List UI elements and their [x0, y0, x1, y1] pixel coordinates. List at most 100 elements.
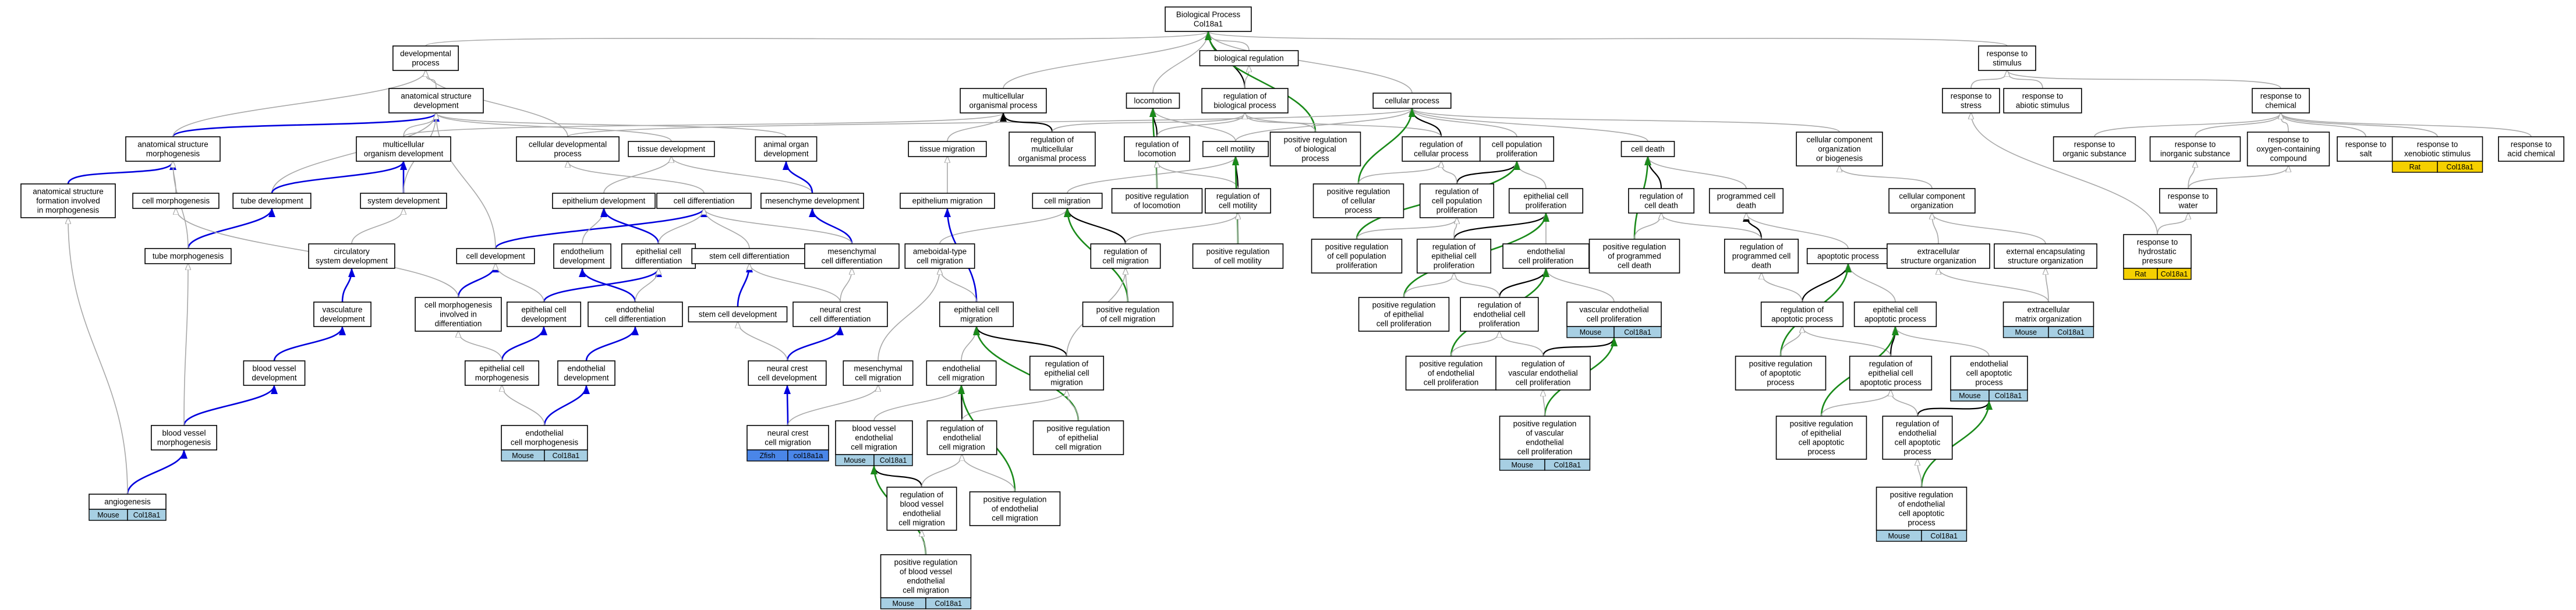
go-term-node-celldev[interactable]: cell development — [456, 248, 535, 264]
go-term-node-sysdev[interactable]: system development — [360, 193, 447, 209]
go-term-node-celldeath[interactable]: cell death — [1620, 141, 1675, 157]
go-term-node-cellproc[interactable]: cellular process — [1372, 93, 1452, 109]
go-term-node-tissuemig[interactable]: tissue migration — [908, 141, 987, 157]
go-term-node-apoptotic[interactable]: apoptotic process — [1806, 248, 1890, 264]
go-term-node-epimig[interactable]: epithelium migration — [900, 193, 995, 209]
go-term-node-cellmorph[interactable]: cell morphogenesis — [132, 193, 220, 209]
go-term-node-stemcelldiff[interactable]: stem cell differentiation — [691, 248, 808, 264]
go-term-node-stemcelldev[interactable]: stem cell development — [688, 306, 788, 322]
go-term-node-tubedev[interactable]: tube development — [232, 193, 312, 209]
go-term-node-cellmig[interactable]: cell migration — [1032, 193, 1103, 209]
go-term-node-tissuedev[interactable]: tissue development — [628, 141, 715, 157]
go-term-node-biolreg[interactable]: biological regulation — [1199, 50, 1299, 66]
go-term-node-locomotion[interactable]: locomotion — [1126, 93, 1180, 109]
go-term-node-celldiff[interactable]: cell differentiation — [656, 193, 752, 209]
go-term-node-cellmotility[interactable]: cell motility — [1202, 141, 1269, 157]
go-term-node-tubemorph[interactable]: tube morphogenesis — [144, 248, 232, 264]
